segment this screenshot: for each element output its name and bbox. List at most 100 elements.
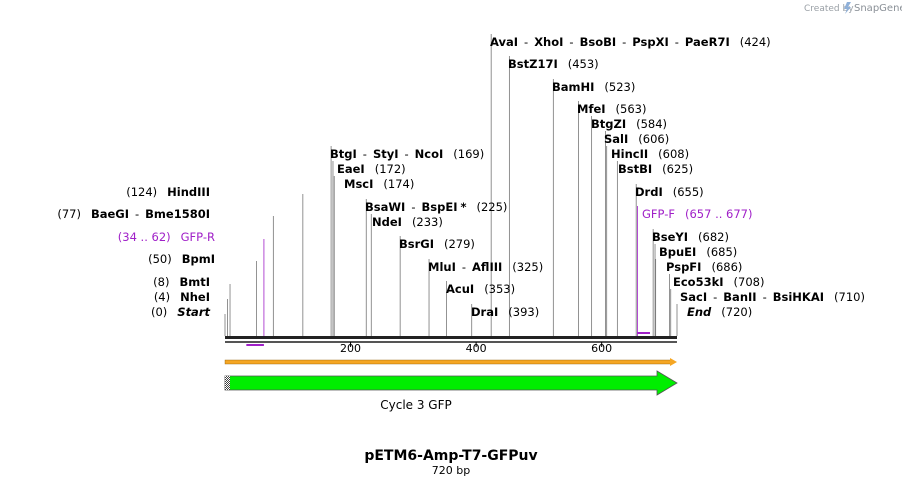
- site-label[interactable]: DrdI(655): [635, 185, 704, 199]
- credit-brand: SnapGene: [854, 3, 902, 14]
- site-label[interactable]: AvaI-XhoI-BsoBI-PspXI-PaeR7I(424): [490, 35, 771, 49]
- site-label-part: PspFI: [666, 260, 701, 274]
- site-label[interactable]: (4)NheI: [154, 290, 210, 304]
- site-label[interactable]: BtgI-StyI-NcoI(169): [330, 147, 484, 161]
- site-label[interactable]: (34 .. 62) GFP-R: [118, 230, 215, 244]
- site-label[interactable]: End (720): [687, 305, 752, 319]
- site-label-part: (657 .. 677): [685, 207, 753, 221]
- site-label[interactable]: (8)BmtI: [153, 275, 210, 289]
- site-label-part: MfeI: [577, 102, 606, 116]
- site-label-part: (710): [834, 290, 865, 304]
- site-label-part: BstZ17I: [508, 57, 558, 71]
- site-label[interactable]: BsrGI(279): [399, 237, 475, 251]
- site-label[interactable]: MluI-AflIII(325): [428, 260, 543, 274]
- site-label-part: BseYI: [652, 230, 688, 244]
- site-label-part: PaeR7I: [685, 35, 730, 49]
- site-label-part: (279): [444, 237, 475, 251]
- site-label-part: (685): [706, 245, 737, 259]
- site-label-part: BsaWI: [365, 200, 405, 214]
- site-label[interactable]: BpuEI(685): [659, 245, 737, 259]
- map-title: pETM6-Amp-T7-GFPuv: [364, 448, 537, 464]
- site-label[interactable]: HincII (608): [611, 147, 689, 161]
- site-label[interactable]: BsaWI-BspEI*(225): [365, 200, 507, 214]
- site-label[interactable]: DraI(393): [471, 305, 539, 319]
- site-label[interactable]: BseYI (682): [652, 230, 729, 244]
- site-label[interactable]: BstBI(625): [618, 162, 693, 176]
- site-label-part: -: [713, 290, 717, 304]
- site-label[interactable]: SalI(606): [604, 132, 669, 146]
- site-label-part: End: [687, 305, 712, 319]
- site-label[interactable]: AcuI(353): [446, 282, 515, 296]
- backbone-top-strand: [225, 336, 677, 339]
- site-label-part: BstBI: [618, 162, 652, 176]
- site-label[interactable]: NdeI(233): [372, 215, 443, 229]
- site-label[interactable]: (50)BpmI: [148, 252, 215, 266]
- site-label-part: (720): [721, 305, 752, 319]
- site-label[interactable]: (0)Start: [151, 305, 211, 319]
- site-label[interactable]: BamHI (523): [552, 80, 635, 94]
- site-label-part: PspXI: [632, 35, 668, 49]
- site-label-part: (172): [375, 162, 406, 176]
- site-label-part: Bme1580I: [145, 207, 210, 221]
- snapgene-logo-icon: [844, 2, 851, 14]
- site-label-part: (4): [154, 290, 170, 304]
- site-label-part: BsiHKAI: [773, 290, 824, 304]
- site-label-part: (686): [711, 260, 742, 274]
- site-label-part: NcoI: [415, 147, 444, 161]
- site-label-part: (523): [604, 80, 635, 94]
- site-label-part: AvaI: [490, 35, 518, 49]
- ruler-tick-label: 400: [466, 342, 487, 355]
- site-label-part: BtgI: [330, 147, 357, 161]
- site-label-part: (34 .. 62): [118, 230, 171, 244]
- site-label-part: AflIII: [472, 260, 502, 274]
- site-label[interactable]: (77)BaeGI-Bme1580I: [57, 207, 210, 221]
- site-label-part: -: [363, 147, 367, 161]
- site-label-part: (124): [126, 185, 157, 199]
- site-label-part: EaeI: [337, 162, 365, 176]
- site-label-part: BamHI: [552, 80, 594, 94]
- site-label[interactable]: PspFI (686): [666, 260, 742, 274]
- site-label[interactable]: SacI-BanII-BsiHKAI(710): [680, 290, 865, 304]
- backbone: [225, 336, 677, 343]
- site-label-part: (0): [151, 305, 167, 319]
- site-label-part: BpmI: [182, 252, 215, 266]
- site-label[interactable]: Eco53kI(708): [673, 275, 764, 289]
- site-label-part: HincII: [611, 147, 648, 161]
- credit-prefix: Created by: [804, 4, 854, 14]
- site-label[interactable]: MfeI(563): [577, 102, 646, 116]
- backbone-bottom-strand: [225, 341, 677, 343]
- feature-cycle3-gfp[interactable]: Cycle 3 GFP: [224, 370, 678, 412]
- site-label-part: BaeGI: [91, 207, 129, 221]
- site-label[interactable]: GFP-F (657 .. 677): [642, 207, 752, 221]
- site-label-part: SacI: [680, 290, 707, 304]
- orf-arrow[interactable]: [224, 358, 677, 366]
- orf-bar: [224, 359, 672, 365]
- site-label-part: (169): [453, 147, 484, 161]
- cut-site-lines: [224, 34, 678, 336]
- site-label[interactable]: (124)HindIII: [126, 185, 210, 199]
- site-label-part: BsoBI: [580, 35, 617, 49]
- site-label-part: (325): [512, 260, 543, 274]
- site-label-part: GFP-F: [642, 207, 675, 221]
- site-label-part: GFP-R: [181, 230, 215, 244]
- feature-arrow: [224, 370, 678, 396]
- site-label-part: (608): [658, 147, 689, 161]
- site-label-part: (584): [636, 117, 667, 131]
- site-label-part: Eco53kI: [673, 275, 724, 289]
- feature-label: Cycle 3 GFP: [380, 398, 452, 412]
- primer-bars: [246, 332, 651, 346]
- site-label[interactable]: EaeI (172): [337, 162, 406, 176]
- site-label-part: (174): [383, 177, 414, 191]
- site-label-part: BanII: [723, 290, 756, 304]
- site-label-part: (682): [698, 230, 729, 244]
- site-label-part: -: [622, 35, 626, 49]
- site-label[interactable]: MscI(174): [344, 177, 414, 191]
- site-label-part: NdeI: [372, 215, 402, 229]
- map-length: 720 bp: [432, 464, 470, 477]
- site-label[interactable]: BstZ17I(453): [508, 57, 599, 71]
- site-label[interactable]: BtgZI(584): [591, 117, 667, 131]
- site-label-part: MluI: [428, 260, 456, 274]
- site-label-part: -: [675, 35, 679, 49]
